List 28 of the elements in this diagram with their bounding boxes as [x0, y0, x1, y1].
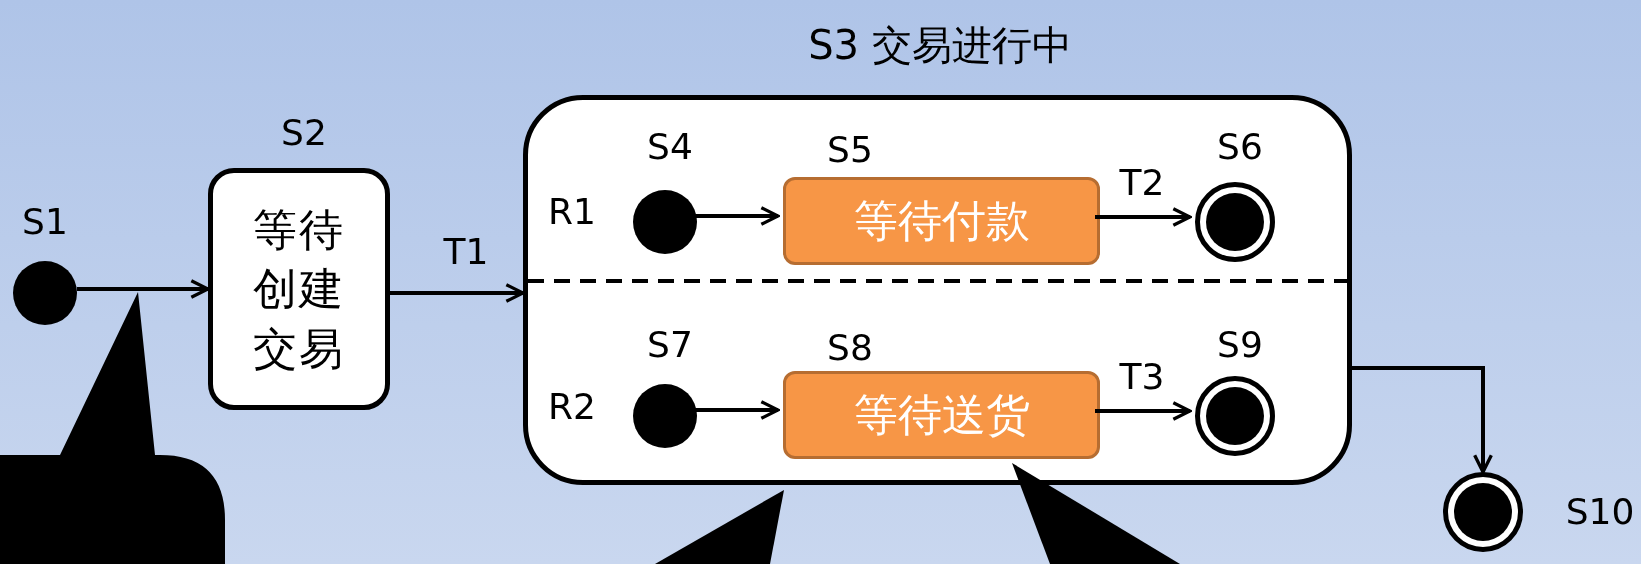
state-label: S5: [827, 132, 873, 168]
state-label: S3 交易进行中: [808, 25, 1072, 65]
state-label: S9: [1217, 327, 1263, 363]
state-label: S2: [281, 115, 327, 151]
transition-arrow: [1095, 207, 1192, 227]
state-label: S1: [22, 204, 68, 240]
edge-label: T1: [443, 234, 489, 270]
state-label: S8: [827, 330, 873, 366]
callout-bubble: [0, 292, 225, 564]
region-label: R1: [548, 194, 596, 230]
state-name: 等待付款: [853, 194, 1030, 249]
transition-arrow: [1352, 366, 1493, 474]
transition-arrow: [692, 206, 780, 226]
transition-arrow: [1095, 401, 1192, 421]
transition-arrow: [692, 400, 780, 420]
edge-label: T3: [1119, 359, 1165, 395]
callout-bubble: [655, 490, 784, 564]
state-label: S6: [1217, 129, 1263, 165]
state-label: S4: [647, 129, 693, 165]
state-label: S10: [1565, 494, 1635, 530]
state-name: 等待送货: [853, 388, 1030, 443]
region-label: R2: [548, 389, 596, 425]
edge-label: T2: [1119, 165, 1165, 201]
callout-bubble: [1012, 463, 1180, 564]
transition-arrow: [390, 283, 525, 303]
state-label: S7: [647, 327, 693, 363]
transition-arrow: [77, 279, 210, 299]
state-name: 等待创建交易: [252, 202, 346, 376]
